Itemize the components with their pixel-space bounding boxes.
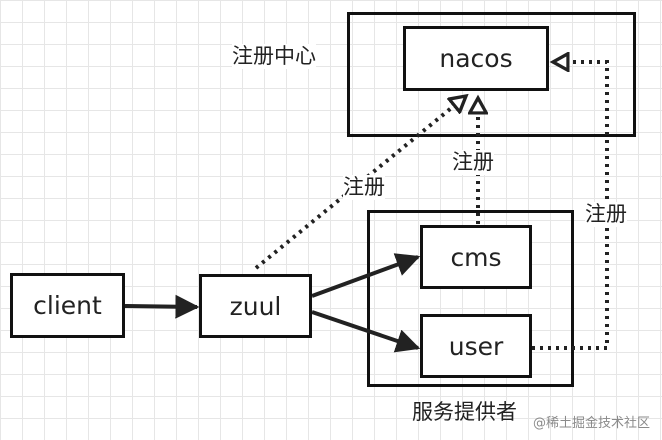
- edge-zuul-user: [311, 310, 421, 353]
- user-node: user: [420, 314, 532, 378]
- cms-node: cms: [420, 225, 532, 289]
- edge-zuul-cms: [311, 253, 421, 298]
- user-register-label: 注册: [585, 202, 627, 228]
- zuul-register-label: 注册: [343, 175, 385, 201]
- cms-register-label: 注册: [452, 150, 494, 176]
- service-provider-label: 服务提供者: [412, 400, 517, 424]
- nacos-node: nacos: [403, 26, 549, 91]
- registry-center-label: 注册中心: [232, 44, 316, 70]
- edge-client-zuul: [124, 294, 200, 319]
- registry-center-container: [347, 12, 636, 137]
- edge-zuul-nacos-register: [254, 96, 466, 270]
- client-node: client: [10, 273, 125, 338]
- service-provider-container: [367, 210, 574, 387]
- zuul-node: zuul: [199, 274, 312, 338]
- watermark: @稀土掘金技术社区: [533, 416, 651, 431]
